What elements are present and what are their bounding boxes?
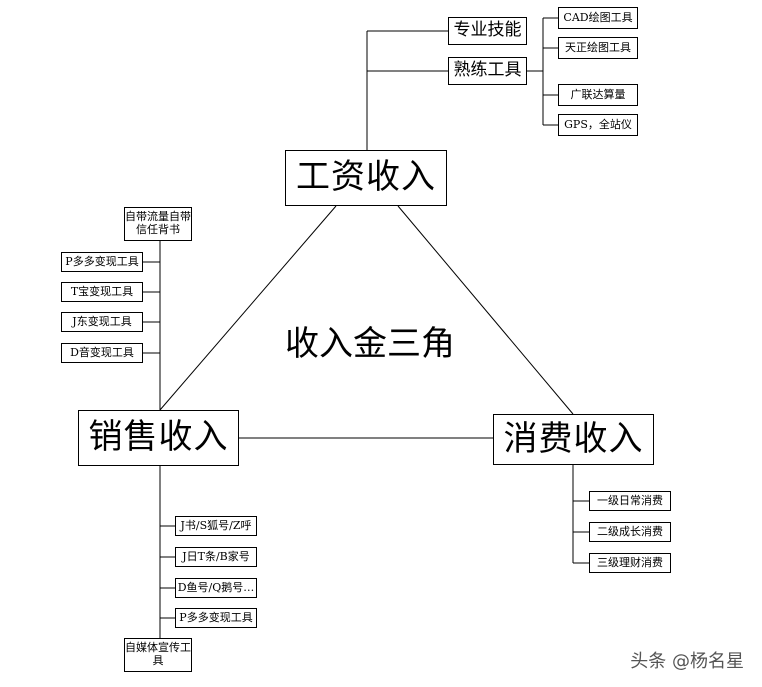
center-title: 收入金三角 (285, 324, 455, 364)
sales-income-node: 销售收入 (78, 410, 239, 466)
wage-consume-line (397, 205, 574, 415)
tool-item: 天正绘图工具 (558, 37, 638, 59)
consumption-level-item: 一级日常消费 (589, 491, 671, 511)
sales-channel-item: D音变现工具 (61, 343, 143, 363)
sales-channel-item: T宝变现工具 (61, 282, 143, 302)
consume-income-node: 消费收入 (493, 414, 654, 465)
sales-channel-item: P多多变现工具 (61, 252, 143, 272)
sales-channel-item: J东变现工具 (61, 312, 143, 332)
media-channel-item: J日T条/B家号 (175, 547, 257, 567)
media-channel-item: 自媒体宣传工具 (124, 638, 192, 672)
wage-income-node: 工资收入 (285, 150, 447, 206)
tool-item: GPS，全站仪 (558, 114, 638, 136)
tool-item: 广联达算量 (558, 84, 638, 106)
professional-skills-box: 专业技能 (448, 17, 527, 45)
tool-item: CAD绘图工具 (558, 7, 638, 29)
media-channel-item: P多多变现工具 (175, 608, 257, 628)
skilled-tools-box: 熟练工具 (448, 57, 527, 85)
wage-sales-line (159, 205, 337, 411)
consumption-level-item: 二级成长消费 (589, 522, 671, 542)
sales-channel-item: 自带流量自带信任背书 (124, 207, 192, 241)
media-channel-item: D鱼号/Q鹅号… (175, 578, 257, 598)
watermark: 头条 @杨名星 (630, 651, 744, 672)
media-channel-item: J书/S狐号/Z呼 (175, 516, 257, 536)
consumption-level-item: 三级理财消费 (589, 553, 671, 573)
